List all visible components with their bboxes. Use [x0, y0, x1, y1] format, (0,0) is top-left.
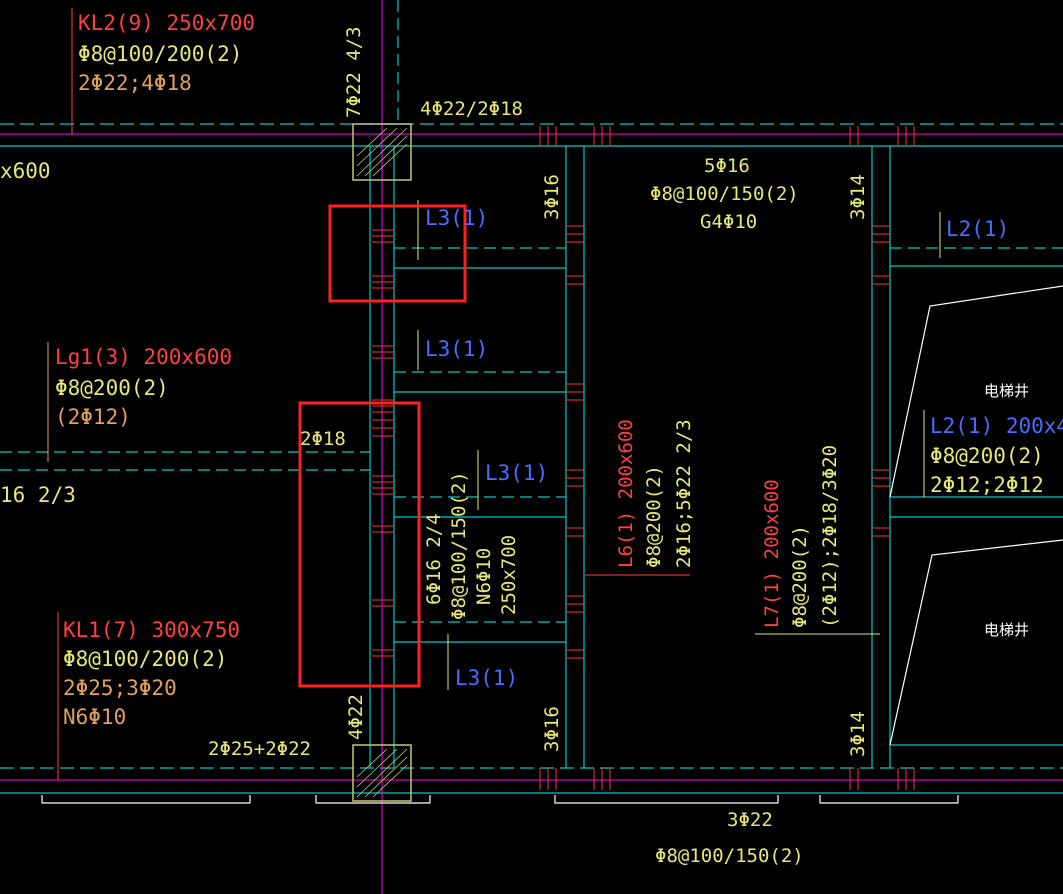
bottom-3phi22-label: 3Φ22 [727, 809, 773, 831]
kl1-bars-label: 2Φ25;3Φ20 [63, 676, 177, 700]
highlight-box-upper[interactable] [328, 204, 467, 303]
elevator-label-1: 电梯井 [984, 382, 1029, 400]
kl1-n-label: N6Φ10 [63, 705, 126, 729]
v3phi16-top-label: 3Φ16 [541, 174, 563, 220]
elevator-label-2: 电梯井 [984, 621, 1029, 639]
column-top [352, 123, 412, 181]
l3-label-d: L3(1) [455, 666, 518, 690]
top-vertical-label: 7Φ22 4/3 [343, 26, 365, 118]
l2-right-stirrup-label: Φ8@200(2) [930, 444, 1044, 468]
left-600-label: x600 [0, 159, 51, 183]
kl2-bars-label: 2Φ22;4Φ18 [78, 71, 192, 95]
kl1-stirrup-label: Φ8@100/200(2) [63, 647, 227, 671]
beam5-g-label: G4Φ10 [700, 211, 757, 233]
top-support-label: 4Φ22/2Φ18 [420, 98, 523, 120]
beam5-stirrup-label: Φ8@100/150(2) [650, 183, 799, 205]
kl1-name-label: KL1(7) 300x750 [63, 618, 240, 642]
left-16-label: 16 2/3 [0, 483, 76, 507]
v3phi14-bottom-label: 3Φ14 [847, 711, 869, 757]
vert-stirrup-label: Φ8@100/150(2) [448, 471, 470, 620]
lg1-stirrup-label: Φ8@200(2) [55, 376, 169, 400]
vert-n6-label: N6Φ10 [473, 548, 495, 605]
l2-right-bars-label: 2Φ12;2Φ12 [930, 473, 1044, 497]
two-phi18-label: 2Φ18 [300, 428, 346, 450]
l6-name-label: L6(1) 200x600 [615, 419, 637, 568]
rebar-ticks [372, 126, 915, 790]
column-bottom [352, 744, 412, 802]
vert-bar-label: 6Φ16 2/4 [423, 513, 445, 605]
beam5-top-label: 5Φ16 [704, 155, 750, 177]
l6-bars-label: 2Φ16;5Φ22 2/3 [673, 419, 695, 568]
l2-top-label: L2(1) [946, 217, 1009, 241]
highlight-box-lower[interactable] [298, 401, 421, 688]
beam-lines [0, 0, 1063, 794]
l3-label-b: L3(1) [425, 337, 488, 361]
l2-right-name-label: L2(1) 200x400 [930, 414, 1063, 438]
v3phi14-top-label: 3Φ14 [847, 174, 869, 220]
kl2-stirrup-label: Φ8@100/200(2) [78, 42, 242, 66]
l7-stirrup-label: Φ8@200(2) [789, 525, 811, 628]
l6-stirrup-label: Φ8@200(2) [643, 465, 665, 568]
foundation-plates [41, 795, 959, 804]
l7-bars-label: (2Φ12);2Φ18/3Φ20 [819, 445, 841, 628]
leader-lines [47, 8, 941, 780]
vert-size-label: 250x700 [498, 535, 520, 615]
v3phi16-bottom-label: 3Φ16 [541, 706, 563, 752]
lg1-bars-label: (2Φ12) [55, 405, 131, 429]
bottom-support-label: 2Φ25+2Φ22 [208, 738, 311, 760]
l3-label-c: L3(1) [485, 461, 548, 485]
kl2-name-label: KL2(9) 250x700 [78, 11, 255, 35]
l3-label-a: L3(1) [425, 206, 488, 230]
elevator-shafts [889, 285, 1063, 746]
lg1-name-label: Lg1(3) 200x600 [55, 345, 232, 369]
bottom-vertical-label: 4Φ22 [345, 694, 367, 740]
l7-name-label: L7(1) 200x600 [761, 479, 783, 628]
bottom-stirrup-label: Φ8@100/150(2) [655, 845, 804, 867]
